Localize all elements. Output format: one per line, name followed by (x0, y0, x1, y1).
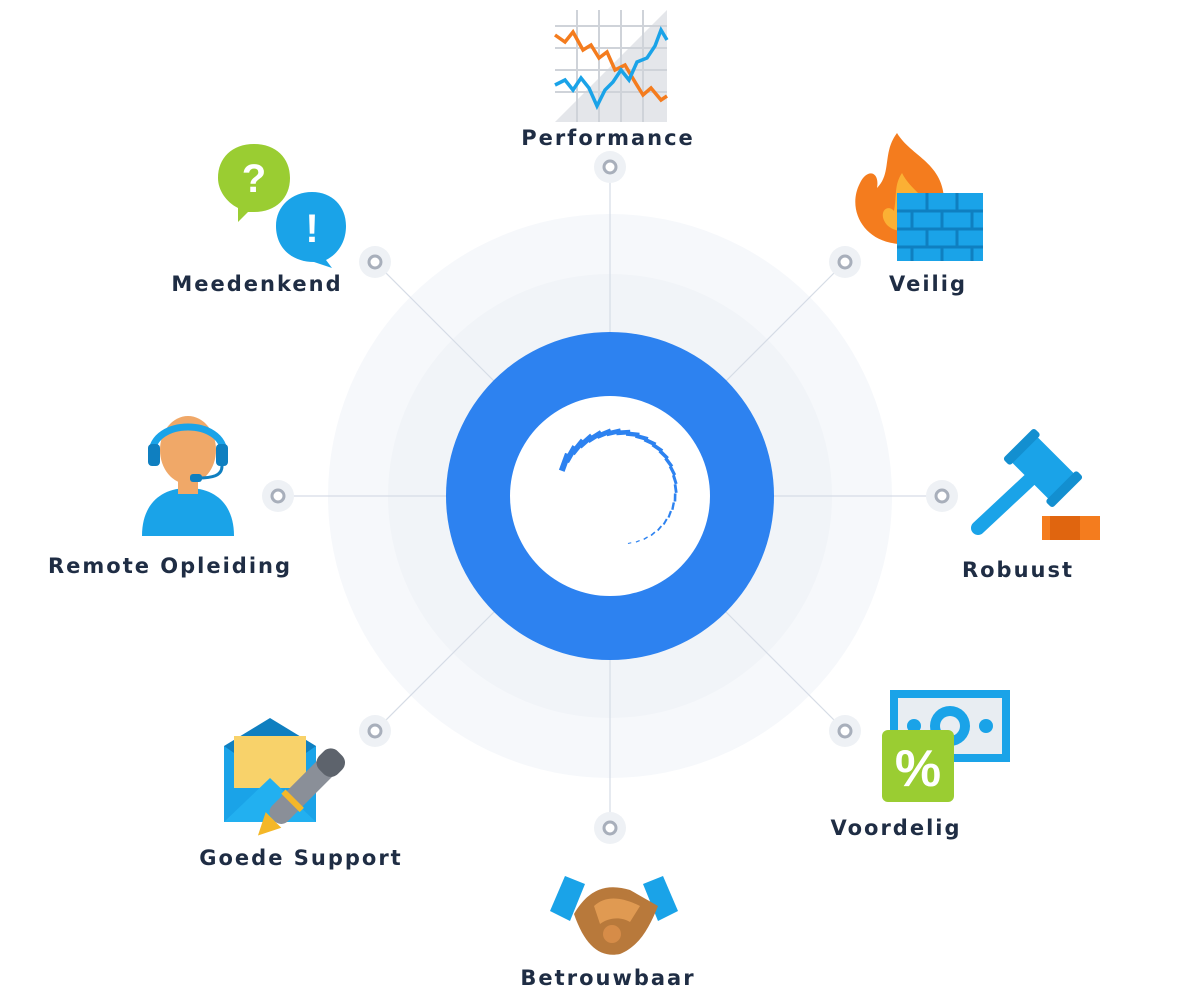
gavel-icon (978, 428, 1100, 540)
svg-text:!: ! (305, 207, 318, 251)
money-discount-icon: % (882, 690, 1010, 802)
label-performance: Performance (521, 126, 695, 150)
node-meedenkend (359, 246, 391, 278)
speech-bubbles-icon: ? ! (218, 144, 346, 268)
label-betrouwbaar: Betrouwbaar (520, 966, 695, 990)
label-meedenkend: Meedenkend (171, 272, 342, 296)
support-agent-icon (142, 416, 234, 536)
node-performance (594, 151, 626, 183)
node-veilig (829, 246, 861, 278)
label-robuust: Robuust (962, 558, 1074, 582)
center-disc (510, 396, 710, 596)
label-voordelig: Voordelig (830, 816, 961, 840)
label-remote-opleiding: Remote Opleiding (48, 554, 292, 578)
node-robuust (926, 480, 958, 512)
handshake-icon (550, 876, 678, 955)
svg-text:%: % (895, 740, 941, 798)
firewall-icon (855, 133, 983, 261)
node-remote-opleiding (262, 480, 294, 512)
node-betrouwbaar (594, 812, 626, 844)
label-goede-support: Goede Support (199, 846, 402, 870)
node-voordelig (829, 715, 861, 747)
mail-pen-icon (224, 718, 349, 845)
svg-text:?: ? (242, 157, 266, 201)
label-veilig: Veilig (889, 272, 967, 296)
node-goede-support (359, 715, 391, 747)
chart-icon (555, 10, 667, 122)
